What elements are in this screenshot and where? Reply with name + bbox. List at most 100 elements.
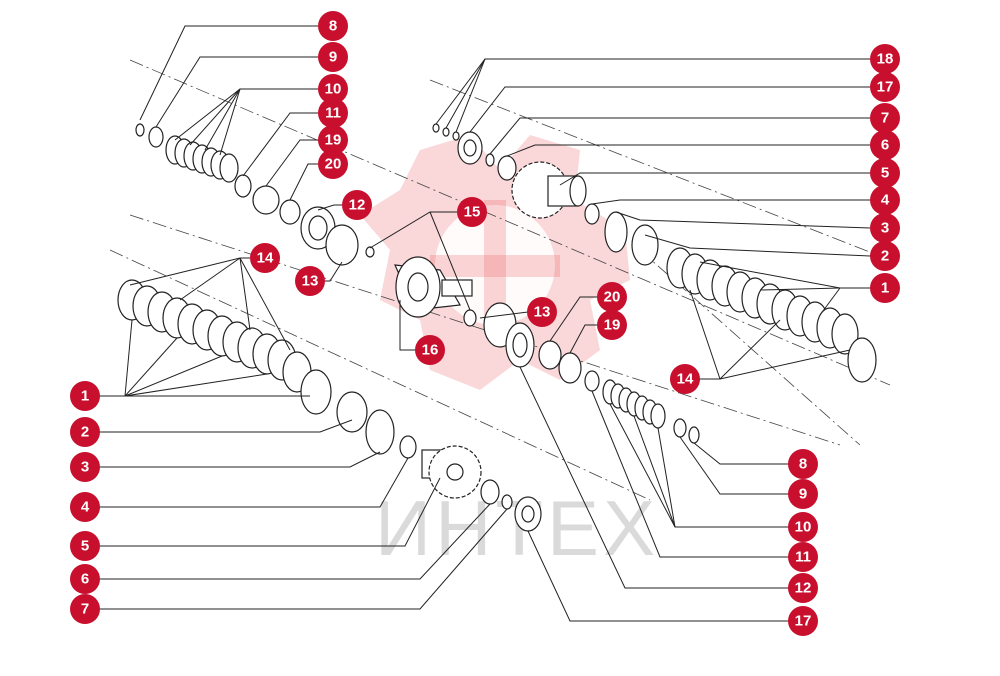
callout-17-top: 17 (870, 72, 900, 102)
callout-13-left: 13 (295, 266, 325, 296)
callout-7-left: 7 (70, 594, 100, 624)
svg-text:12: 12 (349, 197, 366, 214)
part-snap-ring-8a (135, 123, 145, 137)
svg-text:9: 9 (329, 49, 337, 66)
part-gear-5b (421, 445, 482, 499)
callout-13-center: 13 (527, 297, 557, 327)
part-washer-19b (558, 352, 582, 384)
callout-3-left: 3 (70, 452, 100, 482)
callout-14-right: 14 (670, 364, 700, 394)
callout-20-top: 20 (318, 149, 348, 179)
callout-5-left: 5 (70, 531, 100, 561)
callout-9-top: 9 (318, 42, 348, 72)
svg-text:17: 17 (795, 613, 812, 630)
svg-text:8: 8 (329, 18, 337, 35)
callout-10-top: 10 (318, 74, 348, 104)
part-clutch-pack-10a (165, 135, 239, 183)
svg-text:8: 8 (799, 456, 807, 473)
callout-19-center: 19 (597, 310, 627, 340)
svg-text:16: 16 (422, 342, 439, 359)
svg-text:5: 5 (881, 165, 889, 182)
callout-14-left: 14 (250, 243, 280, 273)
svg-text:3: 3 (881, 220, 889, 237)
svg-text:4: 4 (81, 499, 90, 516)
part-snap-ring-8b (688, 426, 700, 444)
part-ring-7a (485, 153, 495, 167)
svg-text:1: 1 (81, 388, 89, 405)
part-washer-19a (252, 185, 280, 215)
upper-axis-line (129, 59, 891, 386)
lower-axis-line (109, 249, 651, 501)
callout-18: 18 (870, 44, 900, 74)
callout-12-bottom: 12 (788, 573, 818, 603)
svg-text:2: 2 (81, 424, 89, 441)
svg-text:10: 10 (795, 519, 812, 536)
callout-11-bottom: 11 (788, 542, 818, 572)
part-ring-9b (673, 418, 687, 438)
svg-text:11: 11 (325, 105, 341, 122)
svg-text:5: 5 (81, 538, 89, 555)
watermark-text: ИНТЕХ (375, 484, 659, 572)
callout-10-bottom: 10 (788, 512, 818, 542)
part-washer-20b (538, 340, 562, 370)
part-ring-7b (501, 494, 513, 510)
svg-text:9: 9 (799, 486, 807, 503)
svg-text:20: 20 (325, 156, 342, 173)
svg-text:19: 19 (325, 132, 342, 149)
callout-20-center: 20 (597, 282, 627, 312)
callout-1-right: 1 (870, 273, 900, 303)
part-friction-pack-1a (666, 247, 877, 383)
part-bearing-17b (514, 496, 542, 532)
callout-8-bottom: 8 (788, 449, 818, 479)
svg-text:3: 3 (81, 459, 89, 476)
callout-9-bottom: 9 (788, 479, 818, 509)
callout-8-top: 8 (318, 11, 348, 41)
svg-text:11: 11 (795, 549, 811, 566)
svg-text:6: 6 (881, 137, 889, 154)
svg-text:4: 4 (881, 192, 890, 209)
svg-text:13: 13 (534, 304, 551, 321)
callout-4-right: 4 (870, 185, 900, 215)
svg-text:6: 6 (81, 571, 89, 588)
part-ring-11a (234, 174, 252, 198)
svg-text:14: 14 (257, 250, 274, 267)
callout-16: 16 (415, 335, 445, 365)
part-bearing-17a (457, 131, 483, 165)
svg-text:18: 18 (877, 51, 894, 68)
part-ring-13-small (463, 309, 477, 327)
svg-text:13: 13 (302, 273, 319, 290)
svg-text:14: 14 (677, 371, 694, 388)
part-gear-5a (511, 161, 587, 219)
svg-text:20: 20 (604, 289, 621, 306)
part-snap-ring-3a (604, 211, 628, 253)
svg-text:1: 1 (881, 280, 889, 297)
part-pressure-plate-2a (631, 224, 659, 266)
part-pressure-plate-2b (336, 391, 368, 433)
part-ring-11b (584, 370, 600, 392)
part-clutch-hub-16 (394, 256, 473, 318)
callout-4-left: 4 (70, 492, 100, 522)
callout-12-top: 12 (342, 190, 372, 220)
svg-text:19: 19 (604, 317, 621, 334)
callout-3-right: 3 (870, 213, 900, 243)
part-bearing-4b (399, 435, 417, 459)
svg-text:2: 2 (881, 248, 889, 265)
part-friction-pack-1b (117, 279, 332, 415)
part-snap-ring-13a (325, 224, 359, 266)
callout-7-right: 7 (870, 103, 900, 133)
svg-text:10: 10 (325, 81, 342, 98)
callout-17-bottom: 17 (788, 606, 818, 636)
svg-text:7: 7 (81, 601, 89, 618)
svg-text:7: 7 (881, 110, 889, 127)
svg-text:17: 17 (877, 79, 894, 96)
part-ring-9a (148, 126, 164, 148)
part-clutch-pack-10b (602, 379, 666, 429)
part-bearing-6a (497, 155, 517, 181)
callout-2-right: 2 (870, 241, 900, 271)
callout-15: 15 (457, 197, 487, 227)
callout-1-left: 1 (70, 381, 100, 411)
callout-11-top: 11 (318, 98, 348, 128)
callout-2-left: 2 (70, 417, 100, 447)
part-small-ring-15 (365, 246, 375, 258)
